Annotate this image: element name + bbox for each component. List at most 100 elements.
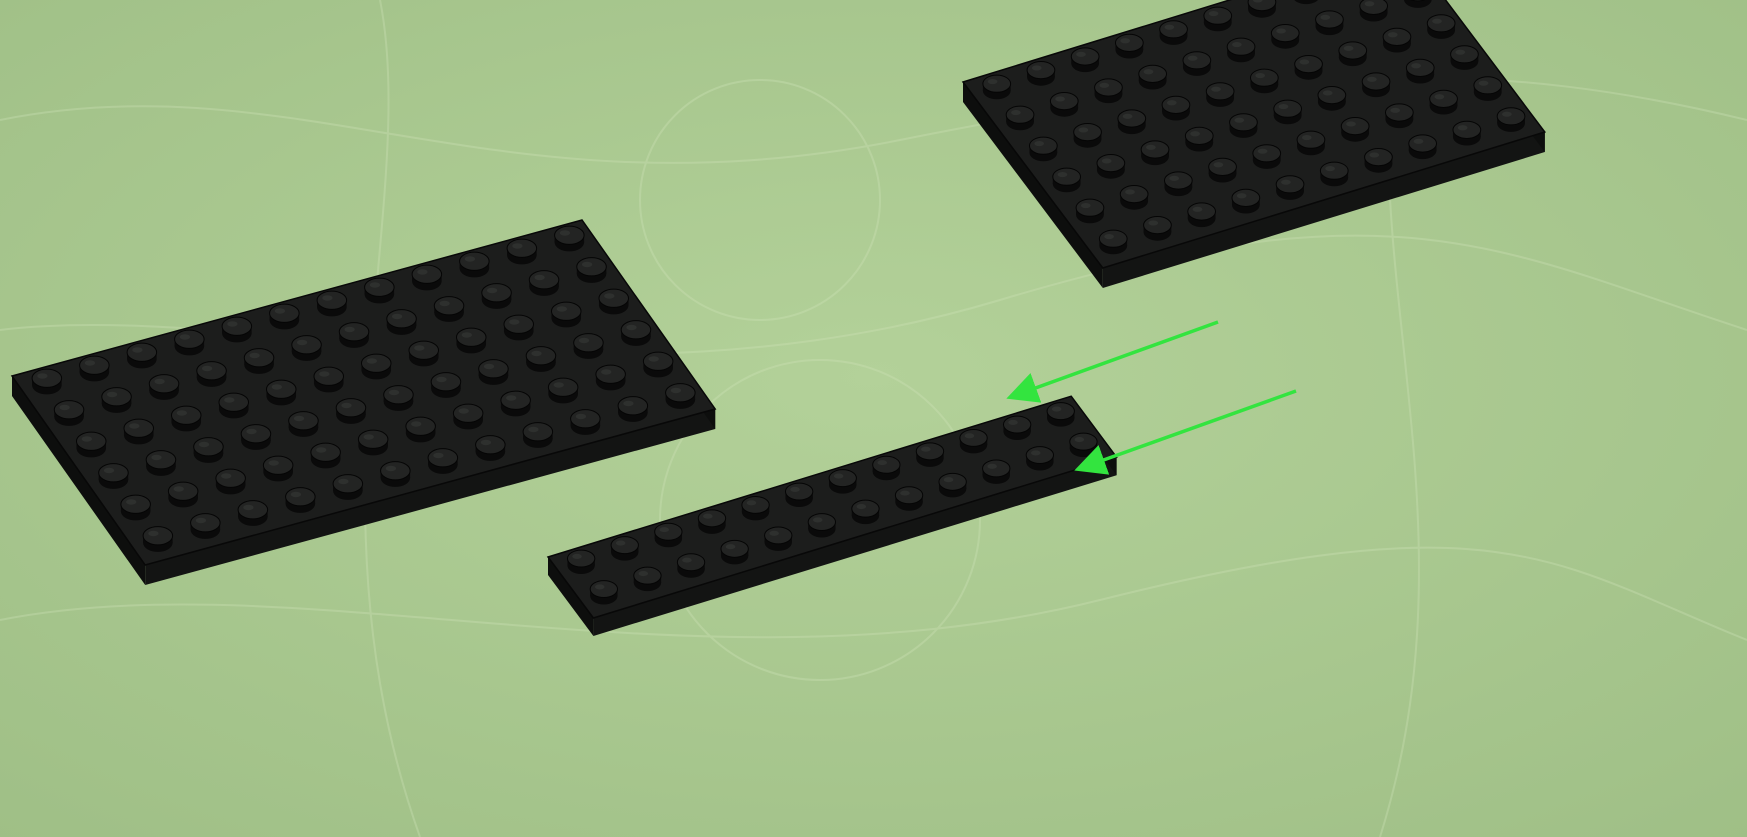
stud (193, 437, 224, 463)
stud (380, 461, 411, 487)
stud (851, 499, 880, 525)
stud (1317, 85, 1347, 111)
stud (148, 374, 180, 400)
stud (1208, 157, 1237, 183)
stud (633, 566, 662, 592)
stud (807, 513, 837, 538)
stud (697, 509, 727, 534)
stud (357, 429, 389, 456)
stud (570, 409, 601, 435)
stud (915, 442, 945, 467)
stud (386, 309, 417, 335)
attach-arrow-upper (1006, 320, 1219, 403)
stud (576, 257, 607, 283)
stud (547, 377, 579, 404)
stud (1226, 37, 1256, 63)
stud (1294, 54, 1323, 80)
stud (1005, 105, 1035, 131)
stud (1052, 167, 1082, 193)
stud (1028, 136, 1058, 162)
plate-side-face (548, 557, 594, 636)
stud (720, 539, 749, 565)
plate-left-large (10, 219, 717, 585)
stud (332, 474, 364, 500)
stud (1002, 415, 1032, 441)
stud (427, 448, 459, 474)
stud (1294, 0, 1318, 5)
stud (1187, 202, 1217, 228)
stud (120, 494, 151, 521)
stud (1229, 113, 1258, 138)
stud (1315, 10, 1344, 36)
stud (1119, 184, 1149, 210)
stud (506, 238, 538, 265)
stud (1405, 58, 1435, 84)
stud (338, 322, 370, 348)
stud (573, 333, 604, 359)
stud (1026, 60, 1056, 86)
stud (784, 482, 814, 508)
stud (1114, 33, 1144, 59)
stud (285, 487, 316, 513)
stud (142, 526, 174, 552)
stud (1384, 103, 1414, 129)
stud (554, 225, 585, 252)
stud (265, 379, 297, 406)
stud (221, 316, 253, 343)
stud (676, 553, 706, 578)
stud (190, 513, 221, 539)
plates-layer (10, 0, 1547, 636)
stud (1359, 0, 1389, 22)
plate-right-large (961, 0, 1547, 288)
stud (411, 264, 443, 291)
stud (1296, 130, 1326, 156)
stud (550, 301, 582, 328)
stud (1404, 0, 1432, 8)
stud (53, 400, 85, 426)
plate-front-face (1102, 132, 1545, 288)
stud (982, 459, 1011, 484)
stud (1184, 126, 1214, 152)
stud (828, 469, 857, 494)
stud (383, 385, 414, 411)
stud (598, 288, 630, 315)
stud (1025, 446, 1055, 471)
stud (1094, 78, 1123, 104)
stud (1138, 64, 1168, 90)
stud (101, 387, 132, 413)
stud (31, 368, 63, 395)
stud (455, 327, 487, 354)
stud (1163, 171, 1193, 197)
stud (1340, 116, 1370, 142)
stud (1408, 134, 1438, 160)
stud (316, 290, 348, 317)
stud (938, 472, 967, 498)
stud (525, 346, 557, 372)
stud (262, 455, 294, 482)
plate-front-face (593, 457, 1117, 636)
stud (313, 366, 345, 393)
plate-side-face (12, 376, 146, 585)
stud (1364, 147, 1393, 173)
stud (1161, 95, 1191, 121)
stud (1117, 109, 1147, 135)
stud (1452, 120, 1482, 146)
plate-top-face (10, 219, 717, 566)
stud (98, 463, 129, 489)
stud (430, 372, 462, 398)
stud (243, 348, 275, 374)
stud (1073, 122, 1102, 148)
stud (75, 431, 107, 458)
arrow-left-icon (1074, 389, 1297, 475)
plate-front-face (145, 409, 716, 585)
stud (1049, 91, 1079, 117)
arrows-layer (1006, 320, 1297, 475)
attach-arrow-lower (1074, 389, 1297, 475)
stud (1275, 175, 1305, 200)
stud (522, 422, 554, 448)
stud (478, 359, 509, 385)
stud (764, 526, 793, 551)
arrow-left-icon (1006, 320, 1219, 403)
stud (335, 398, 367, 424)
